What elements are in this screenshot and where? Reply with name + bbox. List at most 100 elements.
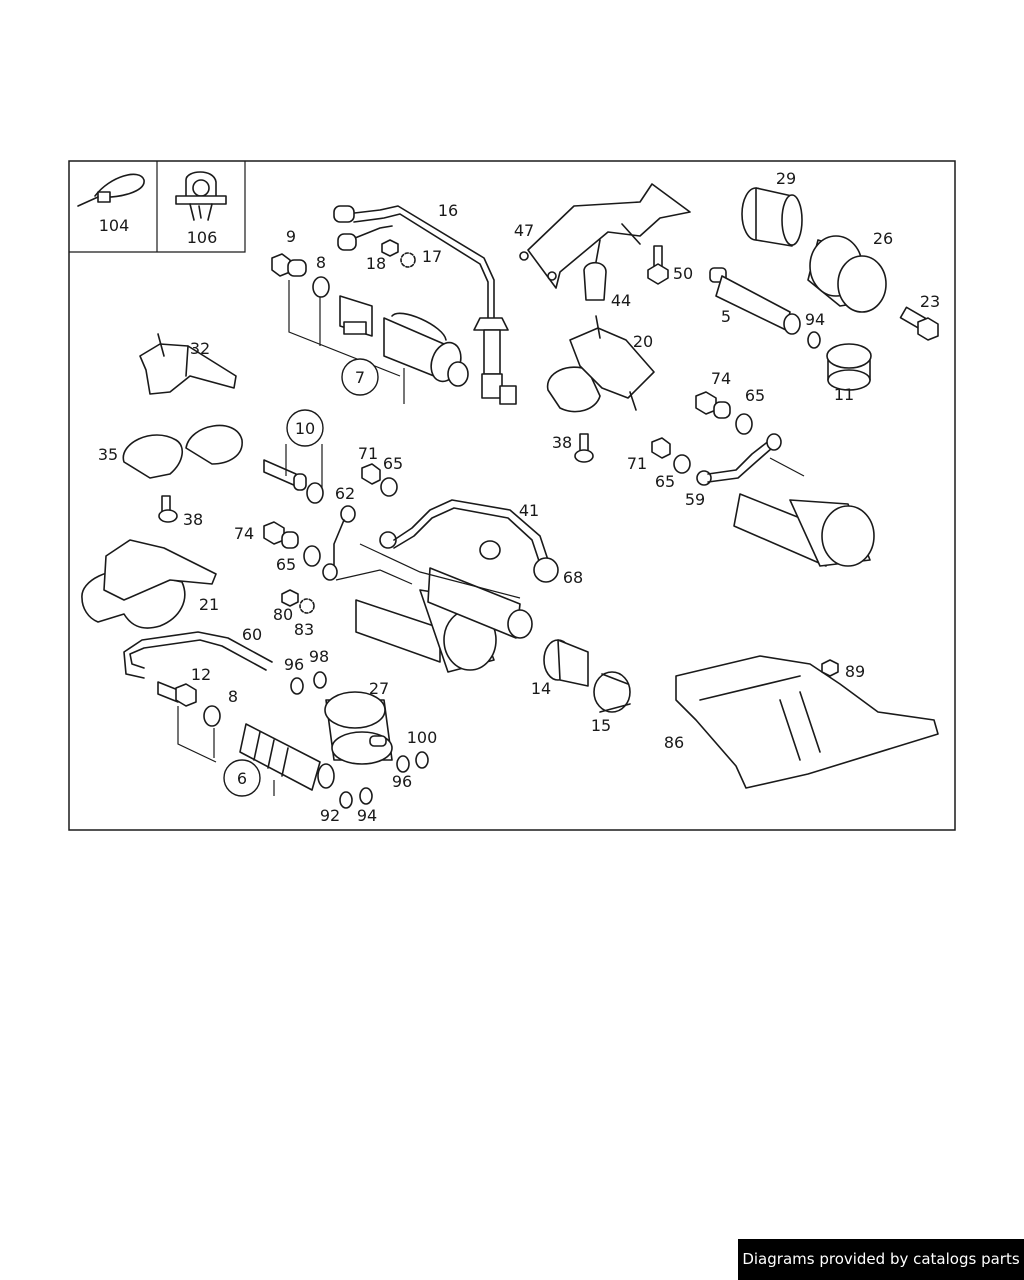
hose-clamp-part-96-upper: [290, 677, 304, 695]
part-label: 17: [422, 247, 442, 266]
inset-label: 104: [99, 216, 130, 235]
lock-washer-part-83: [299, 598, 315, 614]
part-label: 29: [776, 169, 796, 188]
fuel-pump-part-5: [709, 267, 801, 335]
part-label: 27: [369, 679, 389, 698]
part-label: 20: [633, 332, 653, 351]
part-label: 65: [745, 386, 765, 405]
part-label: 14: [531, 679, 551, 698]
part-label: 15: [591, 716, 611, 735]
part-label: 26: [873, 229, 893, 248]
part-label: 16: [438, 201, 458, 220]
fuel-pump-assembly-part-7: [288, 280, 469, 404]
part-label: 80: [273, 605, 293, 624]
part-label: 23: [920, 292, 940, 311]
fuel-line-part-16: [333, 205, 517, 405]
banjo-fitting-part-74-right: [695, 391, 731, 419]
hose-clip-part-106: [175, 171, 227, 221]
retaining-ring-part-29: [741, 187, 803, 247]
inset-box-group: [69, 161, 246, 253]
retaining-ring-part-14: [543, 639, 589, 687]
bolt-part-38-upper: [574, 433, 594, 463]
part-label: 7: [355, 368, 365, 387]
nut-part-18: [381, 239, 399, 257]
part-label: 96: [284, 655, 304, 674]
pump-filter-assembly-right: [733, 457, 875, 567]
hose-clamp-part-98: [313, 671, 327, 689]
part-label: 21: [199, 595, 219, 614]
washer-part-65-right-lower: [673, 454, 691, 474]
part-label: 10: [295, 419, 315, 438]
hose-clamp-part-96-lower: [396, 755, 410, 773]
cable-tie-part-104: [77, 173, 145, 207]
part-label: 74: [234, 524, 254, 543]
accumulator-part-26: [807, 235, 887, 313]
part-label: 83: [294, 620, 314, 639]
insulating-ring-part-15: [593, 671, 631, 713]
nut-part-80: [281, 589, 299, 607]
fuel-line-part-41: [379, 499, 559, 583]
part-label: 50: [673, 264, 693, 283]
part-label: 38: [183, 510, 203, 529]
callout-circle-7: [341, 358, 379, 396]
hose-clamp-part-100: [415, 751, 429, 769]
banjo-bolt-part-23: [899, 306, 939, 341]
part-label: 98: [309, 647, 329, 666]
part-label: 8: [316, 253, 326, 272]
bracket-clamp-part-21: [81, 539, 217, 629]
diagram-frame: [68, 160, 956, 831]
part-label: 38: [552, 433, 572, 452]
bolt-part-50: [647, 245, 669, 285]
bracket-part-32: [139, 333, 237, 395]
washer-part-8: [312, 276, 330, 298]
part-label: 35: [98, 445, 118, 464]
hose-clamp-part-92: [339, 791, 353, 809]
washer-part-8-lower: [203, 705, 221, 727]
part-label: 32: [190, 339, 210, 358]
fitting-group-part-10: [263, 444, 324, 504]
banjo-fitting-part-9: [271, 253, 307, 277]
part-label: 44: [611, 291, 631, 310]
part-label: 100: [407, 728, 438, 747]
part-label: 71: [358, 444, 378, 463]
center-pump-filter-group: [335, 543, 533, 673]
part-label: 6: [237, 769, 247, 788]
fuel-filter-part-27: [324, 691, 393, 765]
banjo-fitting-part-74-left: [263, 521, 299, 549]
part-label: 11: [834, 385, 854, 404]
part-label: 65: [276, 555, 296, 574]
union-part-71-middle: [361, 463, 381, 485]
fuel-line-part-62: [322, 505, 356, 581]
hose-clamp-part-94-lower: [359, 787, 373, 805]
washer-part-65-right: [735, 413, 753, 435]
part-label: 41: [519, 501, 539, 520]
cover-plate-part-86: [675, 655, 939, 789]
bolt-part-38-lower: [158, 495, 178, 523]
inset-label: 106: [187, 228, 218, 247]
part-label: 89: [845, 662, 865, 681]
callout-circle-6: [223, 759, 261, 797]
part-label: 59: [685, 490, 705, 509]
attribution-banner: Diagrams provided by catalogs parts: [738, 1239, 1024, 1280]
fuel-line-part-59: [696, 433, 782, 486]
part-label: 9: [286, 227, 296, 246]
part-label: 65: [655, 472, 675, 491]
part-label: 47: [514, 221, 534, 240]
fitting-part-12: [157, 681, 197, 707]
part-label: 18: [366, 254, 386, 273]
part-label: 86: [664, 733, 684, 752]
rubber-mount-part-44: [583, 261, 607, 301]
part-label: 62: [335, 484, 355, 503]
part-label: 92: [320, 806, 340, 825]
hose-clamp-part-94: [807, 331, 821, 349]
part-label: 94: [357, 806, 377, 825]
part-label: 96: [392, 772, 412, 791]
nut-part-89: [821, 659, 839, 677]
mounting-bracket-part-20: [546, 315, 655, 413]
callout-circle-10: [286, 409, 324, 447]
hose-part-60: [123, 631, 273, 679]
part-label: 68: [563, 568, 583, 587]
part-label: 5: [721, 307, 731, 326]
part-label: 8: [228, 687, 238, 706]
